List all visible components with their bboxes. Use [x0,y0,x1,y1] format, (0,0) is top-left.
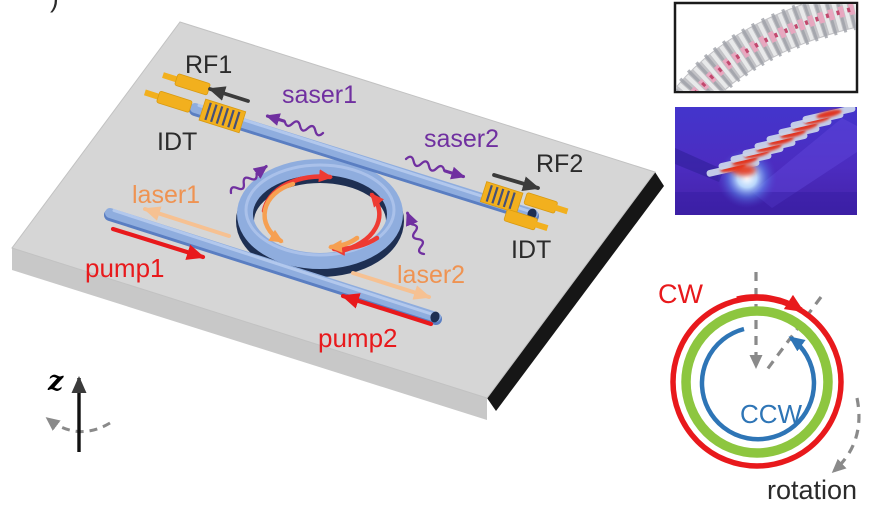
chip-labels: RF1 IDT saser1 saser2 RF2 IDT laser1 las… [85,51,583,353]
rf1-label: RF1 [185,51,232,79]
idt-comb [198,98,247,134]
chip-slab [11,21,664,420]
rotation-legend: CW CCW rotation [658,272,861,505]
cw-arrow-arc [736,294,805,313]
ccw-arrow-circle [699,326,817,442]
ccw-arrow-topleft [262,181,296,244]
z-axis: z [45,366,111,452]
laser2-label: laser2 [397,261,465,289]
z-axis-label: z [47,366,64,397]
pump1-arrow [110,226,206,260]
ring-circulation-arrows [261,169,385,256]
ring-phonon-wave-right [405,211,426,256]
rf1-arrow [208,86,250,103]
saser2-wave [404,155,466,180]
idt-left-label: IDT [157,128,197,156]
pump2-arrow [340,293,434,327]
ring-green-circle [681,306,833,458]
rf2-arrow [492,173,540,191]
ccw-label: CCW [740,399,803,429]
cw-arrow-bottom-inner [328,235,360,253]
ring-phonon-wave-left [229,165,268,195]
waveguide-end-facet [430,311,440,323]
rotation-direction-dashed-arrow [831,397,861,474]
saser1-wave [265,113,325,137]
idt-right-label: IDT [511,236,551,264]
upper-bus-waveguide [189,103,539,222]
lower-bus-waveguide [104,208,442,325]
laser2-arrow [351,271,431,300]
rotation-label: rotation [767,475,857,505]
panel-mark: ) [50,0,59,13]
inset-corrugated-waveguide [673,1,859,94]
pump2-label: pump2 [318,323,398,353]
idt-right [479,181,569,232]
rf2-label: RF2 [536,150,583,178]
idt-left [143,72,247,134]
saser1-label: saser1 [282,81,357,109]
laser1-arrow [143,206,231,238]
laser1-label: laser1 [132,181,200,209]
inset-acoustic-simulation [675,107,857,215]
cw-label: CW [658,279,703,309]
phonon-wavy-arrows [229,113,466,256]
signal-arrows [110,86,540,327]
pump1-label: pump1 [85,253,165,283]
acoustic-stripes [706,107,856,177]
saser2-label: saser2 [424,125,499,153]
